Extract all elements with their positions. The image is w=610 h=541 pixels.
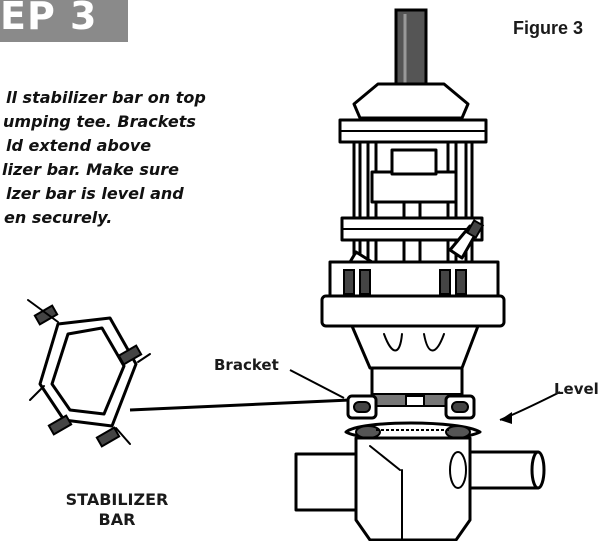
bracket-callout: Bracket (214, 356, 279, 374)
instruction-line: lizer bar. Make sure (2, 160, 179, 179)
instruction-line: ld extend above (6, 136, 152, 155)
instruction-text: ll stabilizer bar on top umping tee. Bra… (0, 86, 260, 230)
pumping-tee (294, 436, 546, 541)
pump-shaft (394, 8, 428, 90)
instruction-line: lzer bar is level and (6, 184, 184, 203)
level-callout: Level (554, 380, 599, 398)
figure-label: Figure 3 (513, 18, 584, 38)
instruction-line: ll stabilizer bar on top (6, 88, 206, 107)
stabilizer-bar-callout: STABILIZER BAR (52, 490, 182, 530)
stabilizer-bar-callout-line: STABILIZER (65, 490, 169, 509)
instruction-line: en securely. (4, 208, 113, 227)
step-label: EP 3 (0, 0, 98, 38)
stabilizer-bar-callout-line: BAR (98, 510, 136, 529)
step-banner: EP 3 (0, 0, 128, 42)
stabilizer-bar-illustration (27, 299, 351, 448)
head-assembly (320, 82, 506, 407)
instruction-line: umping tee. Brackets (3, 112, 196, 131)
brackets (289, 369, 561, 424)
stabilizer-bar-installed (344, 421, 482, 441)
